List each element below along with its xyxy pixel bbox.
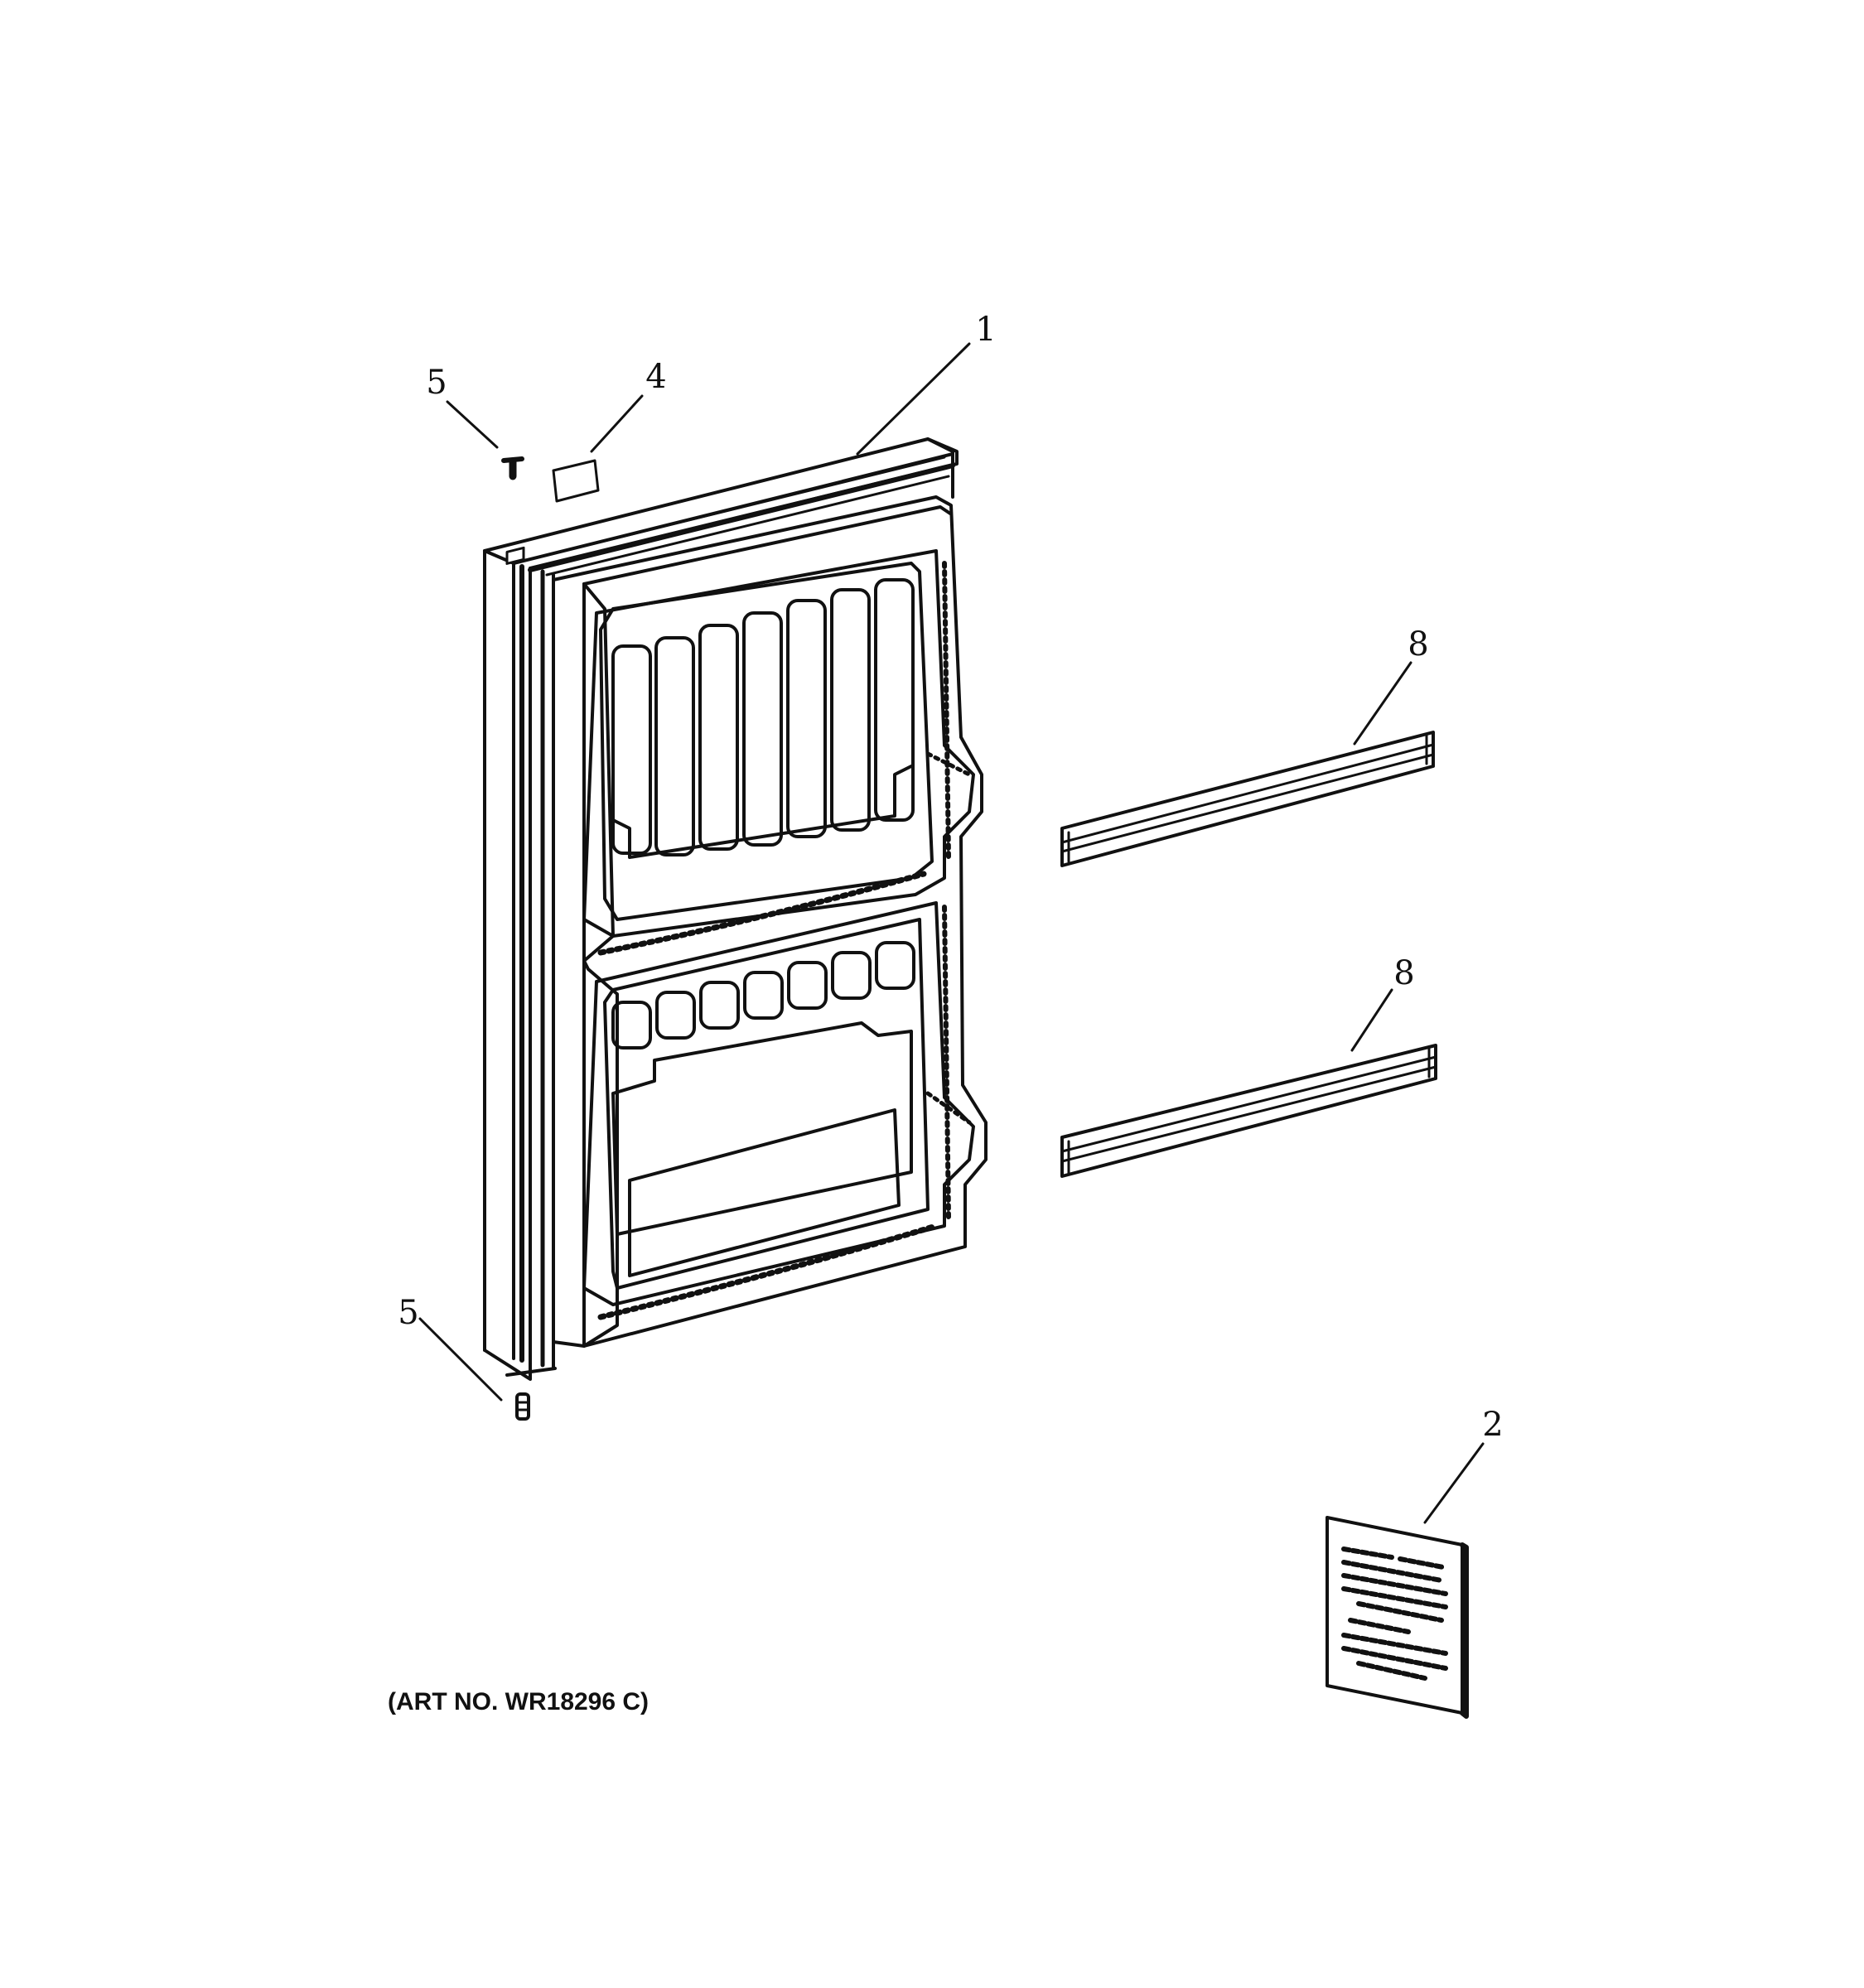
callout-4: 4 bbox=[645, 358, 667, 396]
upper-bins bbox=[611, 578, 915, 859]
callout-8-lower: 8 bbox=[1393, 954, 1415, 992]
plug bbox=[552, 459, 600, 503]
callout-2: 2 bbox=[1482, 1406, 1504, 1444]
callout-5-top: 5 bbox=[426, 364, 447, 402]
screw-bottom bbox=[515, 1392, 530, 1421]
lower-bins bbox=[611, 941, 915, 1049]
instruction-card bbox=[1326, 1516, 1469, 1719]
art-number: (ART NO. WR18296 C) bbox=[388, 1688, 650, 1715]
refrigerator-door bbox=[483, 437, 988, 1381]
door-bar-upper bbox=[1060, 731, 1435, 867]
door-bar-lower bbox=[1060, 1044, 1437, 1178]
callout-1: 1 bbox=[975, 311, 997, 349]
screw-top bbox=[501, 456, 524, 480]
leader-lines bbox=[418, 342, 1485, 1524]
callout-5-bottom: 5 bbox=[398, 1294, 419, 1332]
callout-8-upper: 8 bbox=[1408, 625, 1429, 663]
